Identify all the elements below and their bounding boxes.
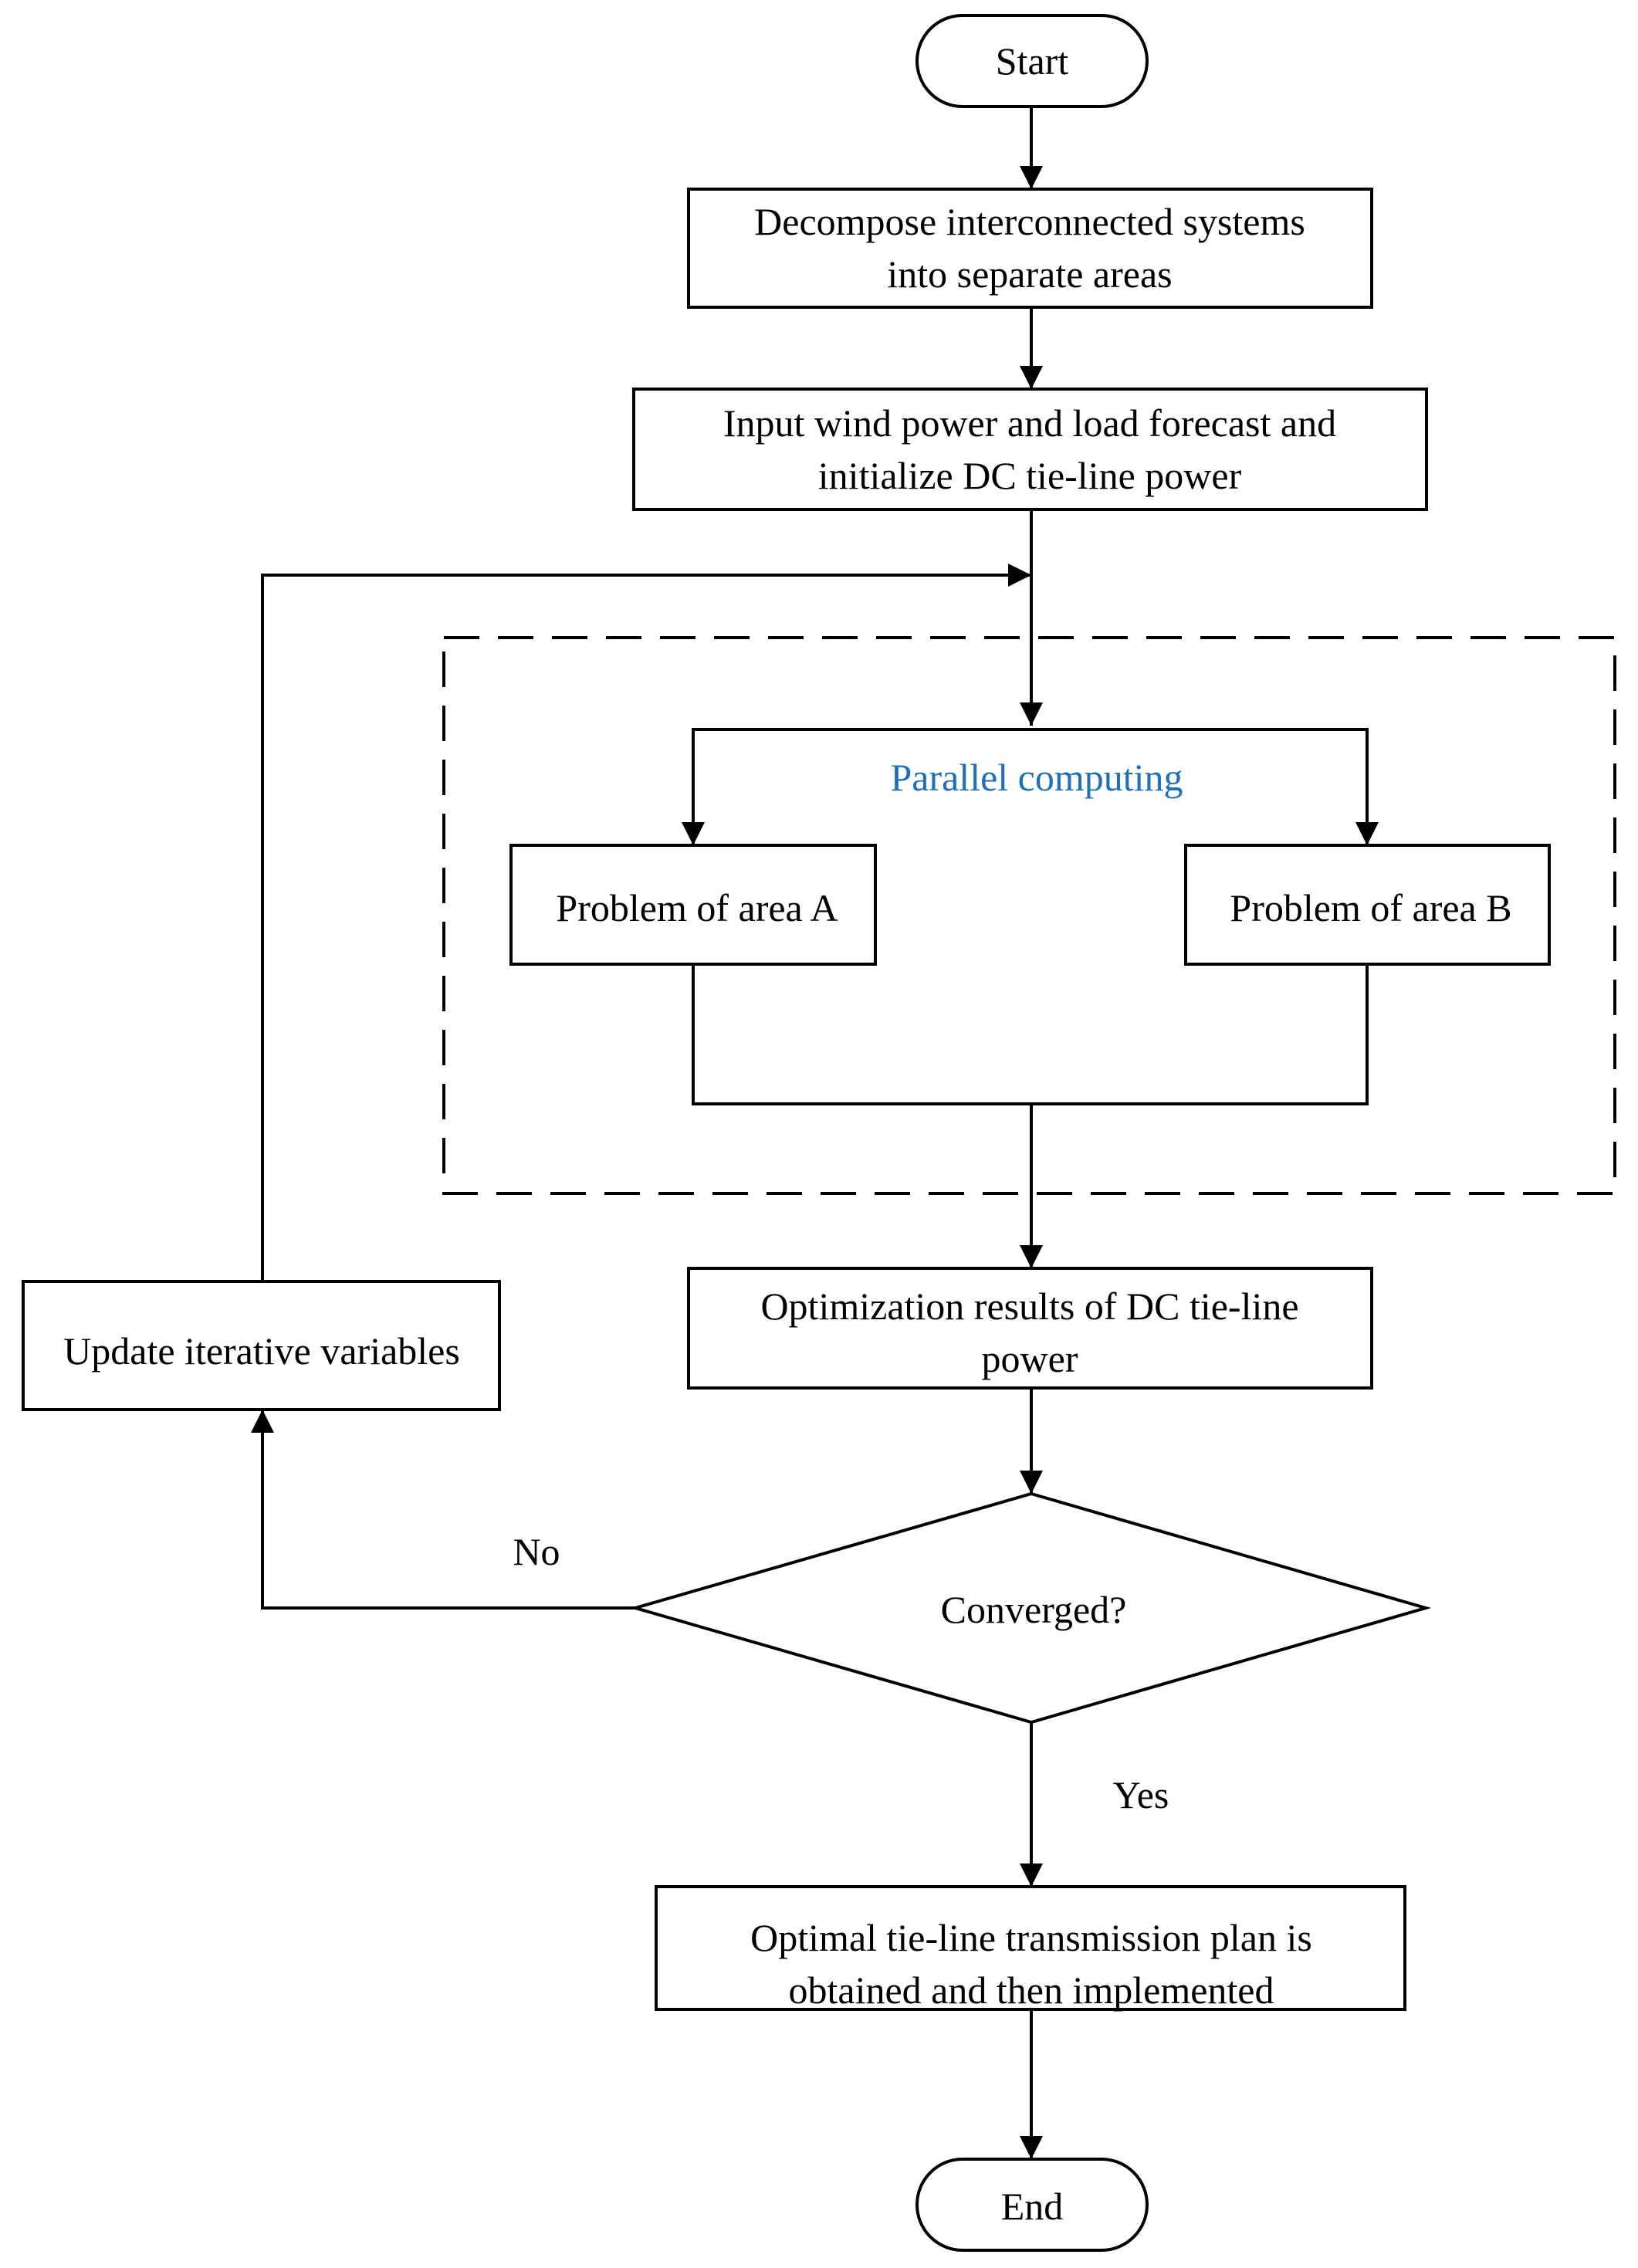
area-a-box	[509, 844, 877, 966]
no-edge-label: No	[513, 1530, 560, 1573]
optimization-label-line1: Optimization results of DC tie-line	[760, 1285, 1299, 1328]
yes-edge-label: Yes	[1112, 1773, 1169, 1816]
optimization-label-line2: power	[981, 1337, 1078, 1380]
optimal-label-line1: Optimal tie-line transmission plan is	[750, 1916, 1312, 1959]
end-label: End	[1000, 2185, 1064, 2228]
split-to-area-b	[1031, 728, 1379, 845]
arrow-update-loop-back	[261, 564, 1031, 1281]
decompose-label-line2: into separate areas	[887, 252, 1173, 296]
decompose-label-line1: Decompose interconnected systems	[754, 200, 1305, 243]
decompose-box	[687, 188, 1373, 309]
input-label-line1: Input wind power and load forecast and	[723, 401, 1337, 445]
parallel-computing-label: Parallel computing	[890, 756, 1183, 799]
optimal-box	[655, 1885, 1406, 2011]
update-label: Update iterative variables	[63, 1329, 460, 1373]
area-a-label: Problem of area A	[556, 886, 838, 929]
input-label-line2: initialize DC tie-line power	[817, 454, 1242, 497]
split-to-area-a	[682, 728, 1031, 845]
optimal-label-line2: obtained and then implemented	[788, 1968, 1274, 2012]
area-b-label: Problem of area B	[1230, 886, 1512, 929]
arrow-no-to-update	[251, 1410, 635, 1610]
merge-areas	[692, 964, 1369, 1105]
start-label: Start	[995, 39, 1069, 83]
converged-label: Converged?	[940, 1588, 1127, 1631]
